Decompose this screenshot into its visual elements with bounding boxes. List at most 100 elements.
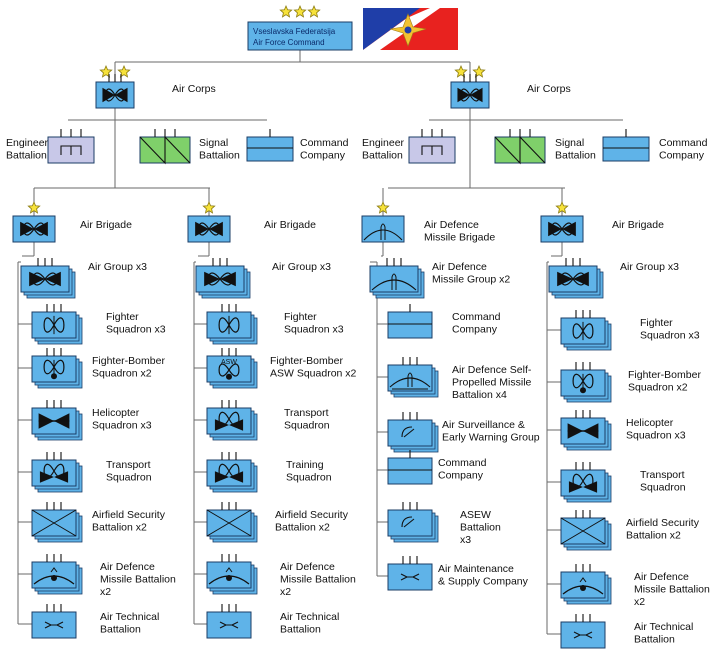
brigade-star-icon <box>555 200 569 214</box>
radar-icon <box>401 426 415 438</box>
helicopter-icon <box>38 413 70 429</box>
transport-icon <box>214 463 244 483</box>
radar-icon <box>401 516 415 528</box>
connector-lines <box>17 50 623 635</box>
asw-unit-symbol: ASW <box>206 348 258 389</box>
brigade-label: Air Brigade <box>612 219 664 231</box>
technical-icon <box>44 621 64 629</box>
air-group-icon <box>204 271 236 287</box>
transport-icon <box>39 463 69 483</box>
engineer-battalion-unit-symbol <box>408 129 456 164</box>
signal-battalion-unit-symbol <box>494 129 546 165</box>
fighter-bomber-unit-symbol <box>31 348 83 389</box>
transport-icon <box>568 473 598 493</box>
bowtie-glyph <box>568 481 598 493</box>
asw-icon: ASW <box>218 359 240 380</box>
sp-missile-icon <box>389 372 431 390</box>
missile-brigade-icon <box>363 223 403 241</box>
air-group-icon <box>29 271 61 287</box>
fighter-unit-symbol <box>206 304 258 345</box>
command-company-unit-symbol <box>246 129 294 162</box>
group-unit-symbol <box>369 258 425 299</box>
brigade-unit-symbol <box>12 215 56 243</box>
hq-star-icon <box>279 4 293 18</box>
technical-unit-symbol <box>31 604 77 639</box>
corps-star-icon <box>117 64 131 78</box>
wing-glyph <box>32 272 58 286</box>
wing-glyph <box>207 272 233 286</box>
technical-unit-symbol <box>206 604 252 639</box>
air-group-icon <box>557 271 589 287</box>
group-unit-symbol <box>20 258 76 299</box>
fighter-unit-symbol <box>31 304 83 345</box>
radar-unit-symbol <box>387 412 439 453</box>
fighter-icon <box>572 321 594 341</box>
air-corps-label: Air Corps <box>172 83 216 95</box>
bowtie-glyph <box>39 471 69 483</box>
hq-star-icon <box>307 4 321 18</box>
command-unit-symbol <box>387 450 433 485</box>
radar-unit-symbol <box>387 502 439 543</box>
air-defence-icon <box>33 567 75 585</box>
unit-label: Air Surveillance &Early Warning Group <box>442 419 540 444</box>
brigade-star-icon <box>376 200 390 214</box>
air-defence-unit-symbol <box>206 554 258 595</box>
unit-label: Air Maintenance& Supply Company <box>438 563 529 588</box>
missile-group-icon <box>371 273 417 291</box>
bowtie-glyph <box>214 419 244 431</box>
air-corps-icon <box>457 87 483 103</box>
signal-battalion-unit-symbol <box>139 129 191 165</box>
group-unit-symbol <box>195 258 251 299</box>
technical-icon <box>219 621 239 629</box>
transport-unit-symbol <box>206 400 258 441</box>
asw-mark: ASW <box>221 359 237 366</box>
wing-glyph <box>459 88 481 102</box>
transport-unit-symbol <box>560 462 612 503</box>
command-company-unit-symbol <box>602 129 650 162</box>
helicopter-icon <box>567 423 599 439</box>
air-defence-unit-symbol <box>560 564 612 605</box>
air-brigade-icon <box>20 221 48 237</box>
air-defence-unit-symbol <box>31 554 83 595</box>
hq-box <box>247 21 353 51</box>
transport-unit-symbol <box>31 452 83 493</box>
flag-cross-emblem-icon <box>389 13 427 47</box>
engineer-icon <box>421 145 443 155</box>
group-unit-symbol <box>548 258 604 299</box>
signal-icon <box>494 135 546 165</box>
group-label: Air Group x3 <box>88 261 147 273</box>
airfield-security-icon <box>560 517 606 545</box>
sp-missile-unit-symbol <box>387 357 439 398</box>
hq-title-line1: Vseslavska Federatsija <box>253 27 336 36</box>
airfield-security-unit-symbol <box>31 502 83 543</box>
air-brigade-icon <box>195 221 223 237</box>
air-corps-label: Air Corps <box>527 83 571 95</box>
brigade-star-icon <box>27 200 41 214</box>
technical-icon <box>400 573 420 581</box>
hq-star-icon <box>293 4 307 18</box>
air-defence-icon <box>562 577 604 595</box>
command-unit-symbol <box>387 304 433 339</box>
